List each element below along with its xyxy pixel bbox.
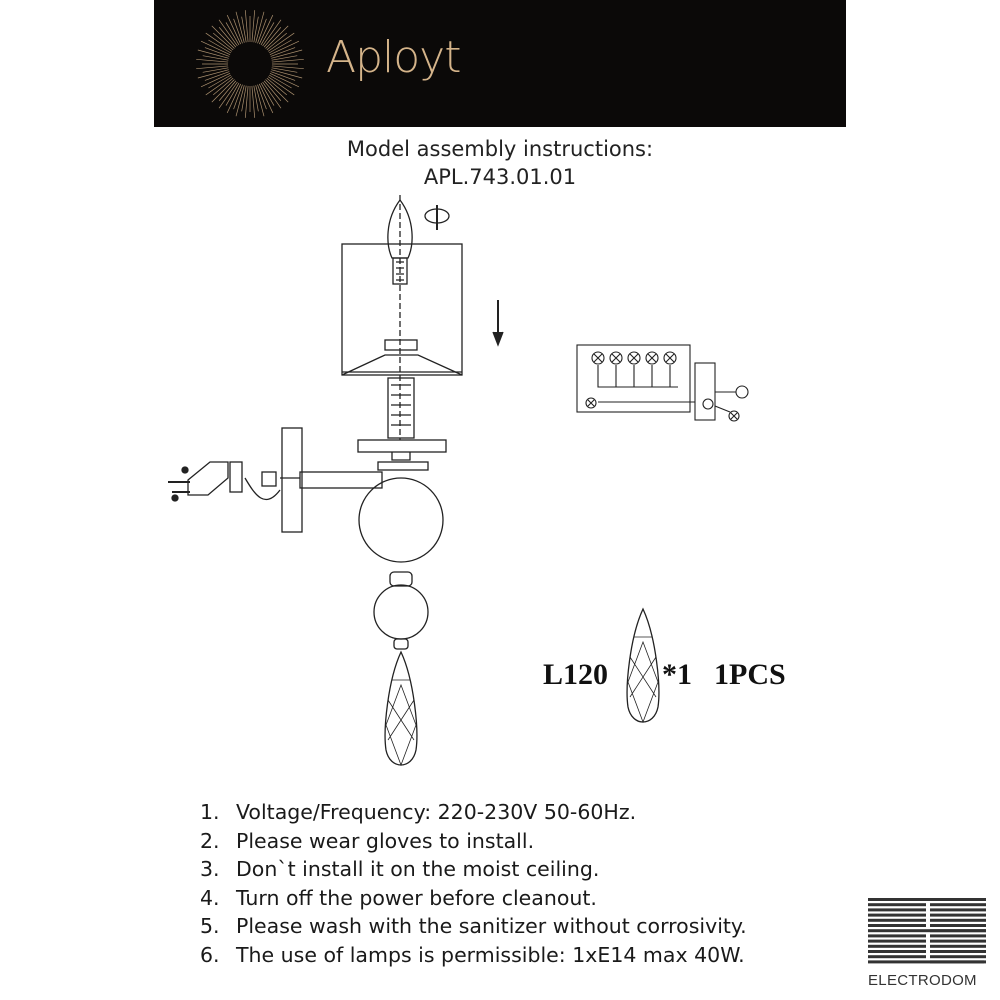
wall-plate: [281, 427, 303, 533]
note-number: 6.: [200, 942, 220, 967]
note-text: The use of lamps is permissible: 1xE14 m…: [236, 942, 745, 967]
list-item: 3. Don`t install it on the moist ceiling.: [200, 855, 747, 884]
model-number: APL.743.01.01: [423, 165, 577, 189]
list-item: 5. Please wash with the sanitizer without…: [200, 912, 747, 941]
rotate-icon: [424, 205, 450, 230]
part-pieces: 1PCS: [714, 658, 786, 691]
mounting-bracket: [168, 461, 300, 502]
lamp-shade: [341, 243, 463, 376]
part-code: L120: [543, 658, 609, 691]
wiring-diagram: [576, 344, 749, 422]
crystal-part-icon: [626, 607, 660, 724]
brand-logo: Aployt: [326, 32, 461, 83]
large-sphere: [358, 477, 444, 563]
note-text: Don`t install it on the moist ceiling.: [236, 857, 600, 881]
crystal-drop: [384, 650, 418, 767]
safety-notes-list: 1. Voltage/Frequency: 220-230V 50-60Hz. 2…: [200, 798, 747, 969]
note-number: 3.: [200, 857, 220, 881]
note-number: 4.: [200, 885, 220, 910]
note-number: 5.: [200, 914, 220, 938]
note-text: Please wear gloves to install.: [236, 828, 535, 853]
brand-banner: Aployt: [154, 0, 846, 127]
list-item: 4. Turn off the power before cleanout.: [200, 884, 747, 913]
note-text: Voltage/Frequency: 220-230V 50-60Hz.: [236, 800, 637, 824]
note-number: 2.: [200, 828, 220, 853]
note-text: Please wash with the sanitizer without c…: [236, 914, 747, 938]
note-text: Turn off the power before cleanout.: [236, 885, 597, 910]
down-arrow-icon: [492, 300, 504, 347]
list-item: 1. Voltage/Frequency: 220-230V 50-60Hz.: [200, 798, 747, 827]
electrodom-logo-text: ELECTRODOM: [868, 972, 977, 989]
part-quantity: *1: [662, 658, 692, 691]
arm: [299, 471, 383, 489]
assembly-diagram: [168, 195, 749, 767]
page-title: Model assembly instructions:: [346, 137, 654, 161]
cup-plate: [357, 439, 447, 453]
socket: [387, 377, 415, 439]
list-item: 2. Please wear gloves to install.: [200, 827, 747, 856]
list-item: 6. The use of lamps is permissible: 1xE14…: [200, 941, 747, 970]
small-sphere: [373, 584, 429, 640]
sunburst-decoration: [196, 10, 304, 118]
note-number: 1.: [200, 800, 220, 824]
electrodom-logo-icon: [868, 898, 986, 964]
